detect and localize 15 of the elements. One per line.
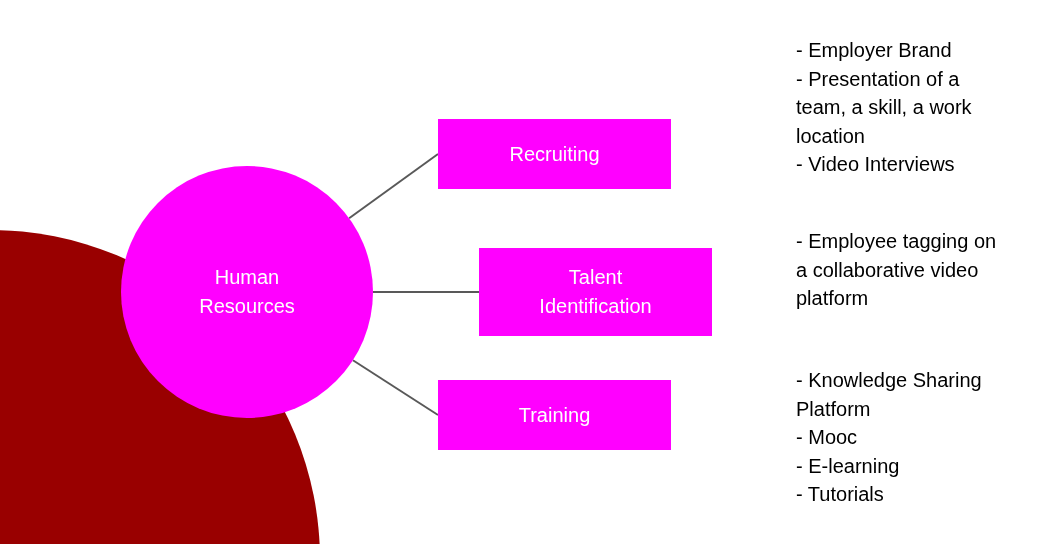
process-box: Training <box>438 380 671 450</box>
bullet-item: - Tutorials <box>796 482 885 507</box>
bullet-item: - E-learning <box>796 453 901 479</box>
bullet-item: - Knowledge Sharing Platform <box>796 368 983 422</box>
connector-line <box>372 291 480 293</box>
process-box: Recruiting <box>438 119 671 189</box>
circle-node: Human Resources <box>121 166 373 418</box>
connector-line <box>351 359 439 416</box>
bullet-item: - Video Interviews <box>796 152 956 177</box>
connector-line <box>348 153 439 220</box>
process-box: Talent Identification <box>479 248 712 336</box>
bullet-item: - Employee tagging on a collaborative video platform <box>796 229 998 311</box>
bullet-item: - Presentation of a team, a skill, a work location <box>796 66 973 149</box>
bullet-item: - Employer Brand <box>796 38 953 63</box>
bullet-item: - Mooc <box>796 425 859 450</box>
